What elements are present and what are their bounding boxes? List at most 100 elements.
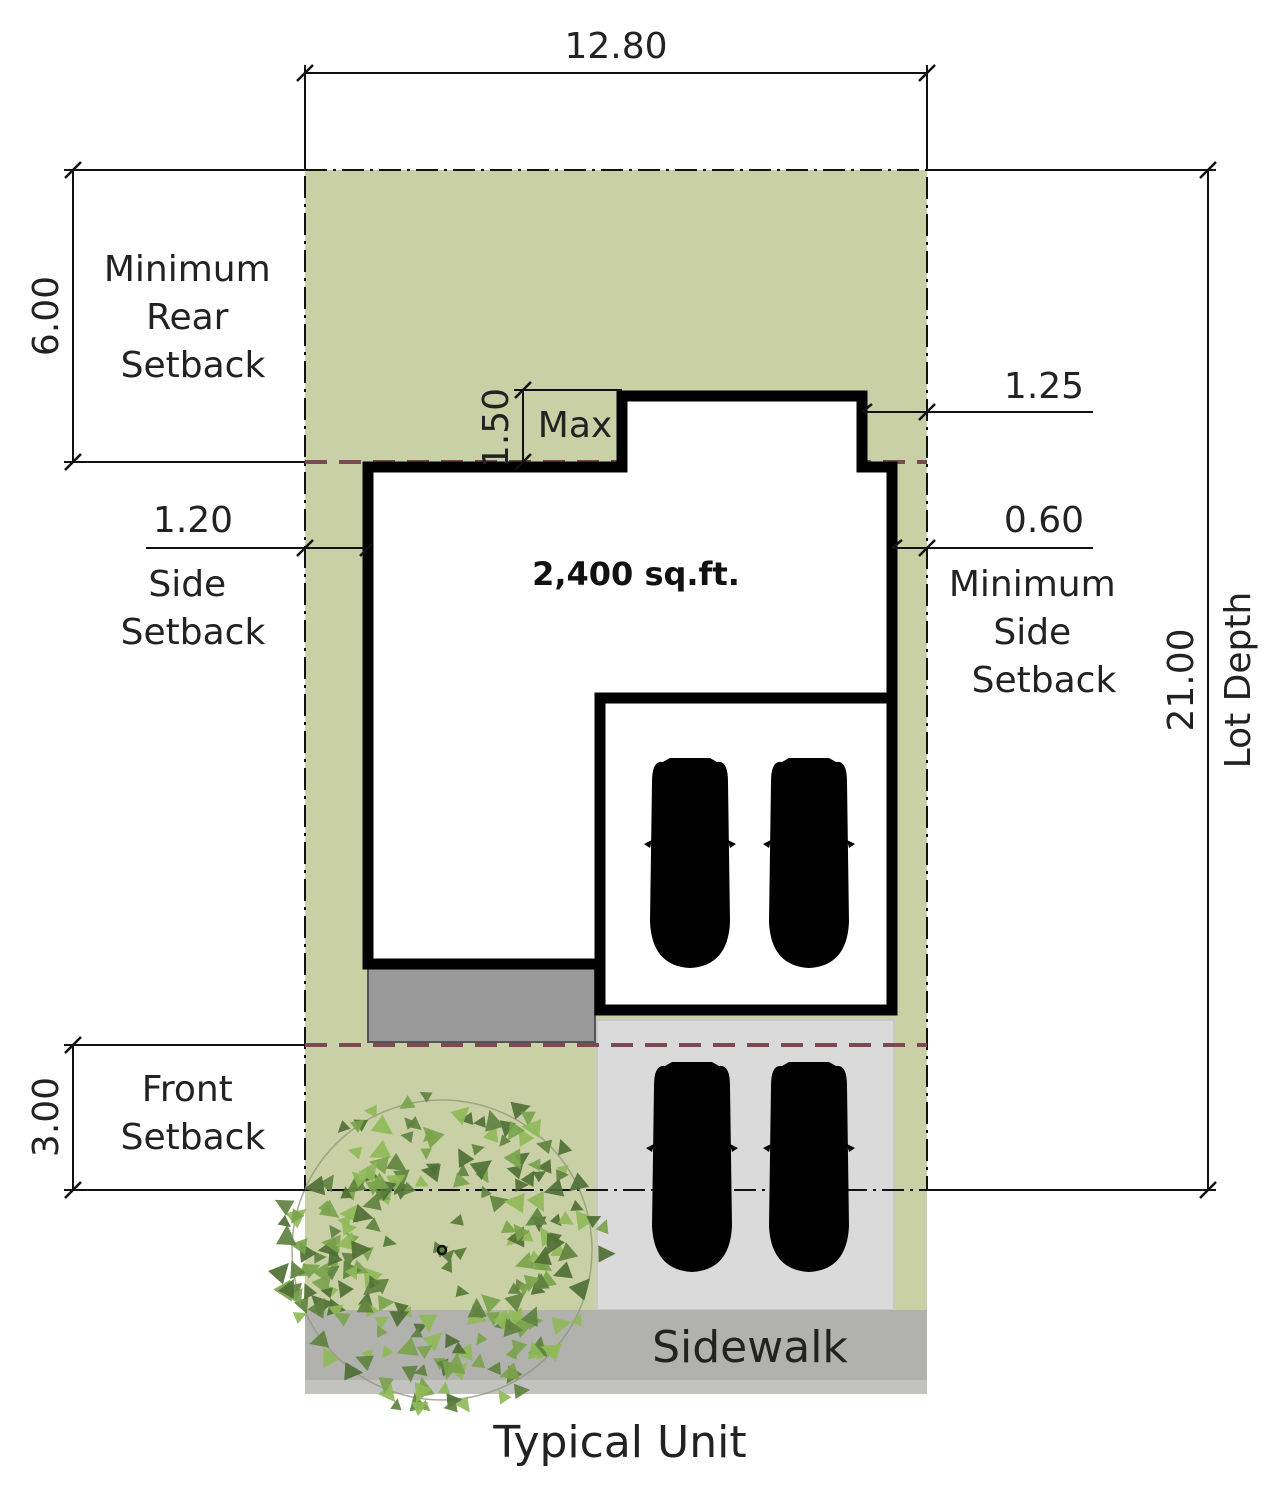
left-side-setback-label: Side Setback [121,564,266,653]
tree-leaf [518,1283,531,1297]
tree-leaf [449,1214,464,1226]
tree-leaf [309,1330,330,1348]
tree-leaf [440,1258,453,1273]
tree-leaf [334,1313,351,1327]
tree-canopy [268,1091,616,1416]
tree-leaf [396,1337,419,1356]
tree-leaf [287,1287,303,1306]
tree-leaf [534,1246,552,1266]
tree-leaf [314,1251,327,1264]
porch [367,966,596,1043]
tree-leaf [575,1210,598,1231]
tree-leaf [558,1242,579,1262]
tree-leaf [499,1134,511,1147]
tree-leaf [459,1112,474,1126]
tree-leaf [275,1224,297,1246]
tree-leaf [482,1124,499,1143]
caption: Typical Unit [492,1417,746,1468]
tree-leaf [527,1158,541,1172]
tree-leaf [400,1131,414,1144]
tree-leaf [598,1245,616,1263]
tree-leaf [505,1345,517,1360]
tree-leaf [481,1185,492,1199]
tree-leaf [549,1232,562,1244]
tree-leaf [335,1231,357,1251]
tree-leaf [510,1101,531,1120]
tree-leaf [404,1117,417,1130]
tree-leaf [532,1171,547,1183]
tree-leaf [521,1228,534,1242]
tree-leaf [365,1217,381,1232]
tree-leaf [536,1159,552,1174]
rear-setback-label-line-1: Minimum [104,249,271,290]
tree-leaf [568,1278,590,1301]
tree-leaf [337,1120,351,1133]
tree-leaf [381,1345,394,1359]
tree-leaf [355,1355,374,1371]
right-side-setback-label: Minimum Side Setback [949,564,1127,701]
driveway-car-left [646,1062,738,1272]
tree-leaf [455,1396,470,1413]
tree-leaf [570,1199,584,1211]
tree-leaf [352,1204,374,1223]
tree-leaf [558,1138,573,1156]
rear-setback-label: Minimum Rear Setback [104,249,282,386]
tree-leaf [292,1312,308,1324]
right-side-setback-dimension: 0.60 [891,500,1093,557]
tree-leaf [445,1333,461,1349]
lot-depth-dimension: 21.00 Lot Depth [927,161,1259,1199]
lot-width-value: 12.80 [564,26,667,67]
tree-leaf [363,1104,377,1118]
tree-leaf [386,1174,406,1192]
left-side-setback-label-line-2: Setback [121,612,266,653]
lot-depth-label: Lot Depth [1218,592,1259,769]
tree-leaf [340,1186,353,1199]
tree-leaf [476,1332,488,1346]
tree-leaf [410,1327,423,1338]
tree-leaf [375,1189,388,1201]
tree-leaf [413,1323,428,1335]
tree-leaf [414,1175,429,1187]
tree-leaf [526,1190,545,1213]
max-label: Max [538,405,612,446]
right-side-setback-label-line-1: Minimum [949,564,1116,605]
tree-leaf [423,1126,445,1149]
tree-leaf [503,1318,524,1338]
tree-leaf [351,1240,372,1261]
tree-leaf [471,1353,486,1369]
tree-leaf [456,1163,470,1177]
tree-leaf [570,1313,582,1327]
tree-leaf [291,1208,305,1224]
tree-leaf [452,1247,467,1261]
tree-leaf [471,1144,485,1156]
tree-leaf [420,1163,441,1183]
tree-leaf [337,1280,354,1299]
tree-leaf [518,1128,535,1147]
tree-leaf [452,1172,471,1188]
tree-leaf [498,1389,512,1405]
tree-leaf [513,1223,530,1242]
tree-leaf [278,1279,294,1299]
building-area-label: 2,400 sq.ft. [532,555,740,593]
tree-leaf [394,1301,409,1316]
rear-setback-label-line-3: Setback [121,345,266,386]
tree-leaf [344,1265,357,1281]
tree-leaf [358,1161,377,1183]
tree-leaf [520,1170,535,1187]
tree-leaf [450,1106,470,1126]
tree-leaf [540,1343,562,1362]
tree-leaf [329,1224,342,1239]
tree-leaf [413,1364,428,1377]
tree-leaf [321,1234,341,1254]
tree-leaf [302,1263,321,1279]
tree-leaf [349,1119,365,1133]
tree-leaf [420,1148,432,1160]
tree-leaf [277,1214,291,1228]
tree-leaf [469,1160,492,1181]
tree-leaf [411,1402,429,1416]
garage-car-left [644,758,736,968]
tree-leaf [441,1249,455,1264]
tree-leaf [323,1347,340,1368]
tree-leaf [368,1172,390,1191]
tree-leaf [487,1361,501,1376]
